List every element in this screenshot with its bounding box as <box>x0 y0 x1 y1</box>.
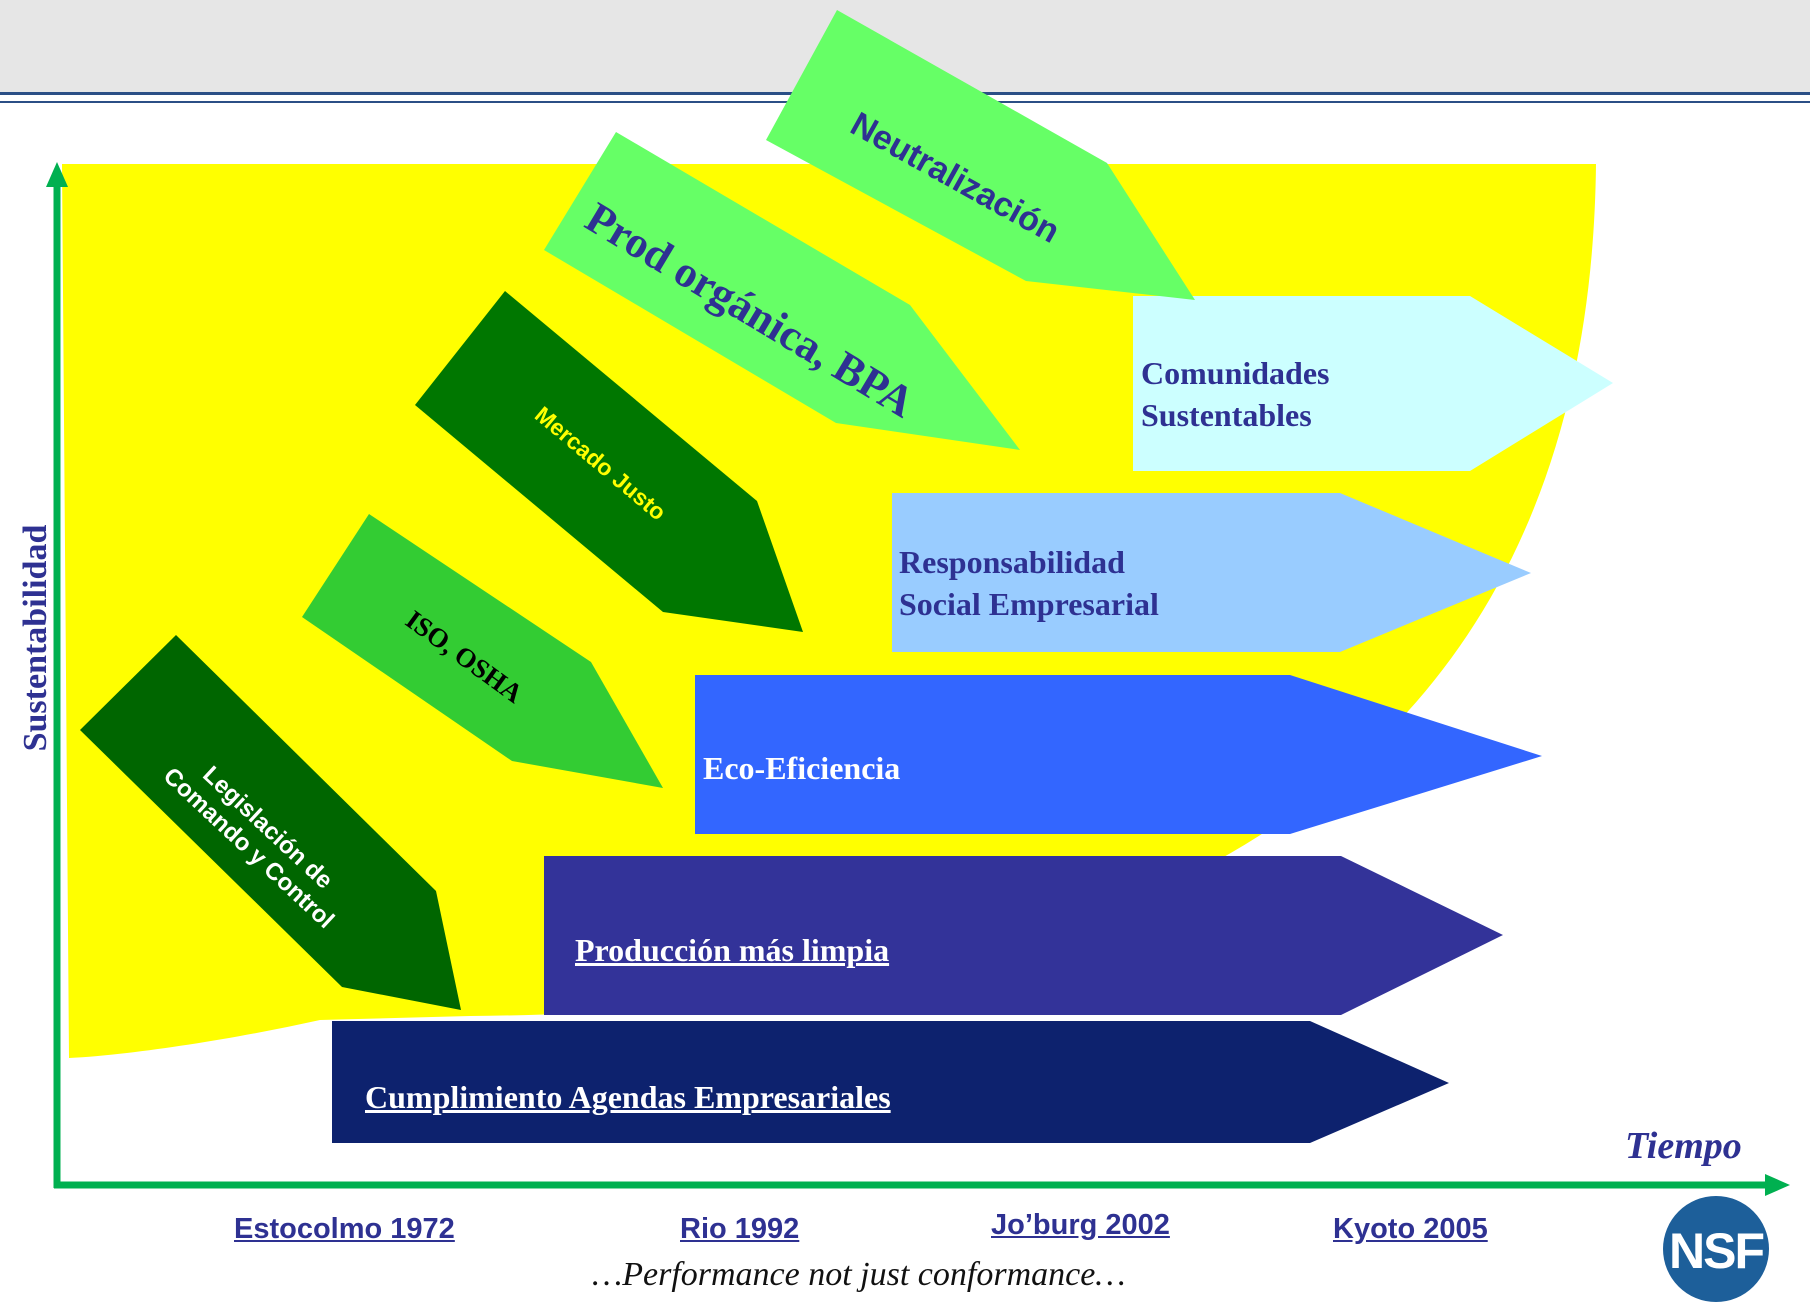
label-responsabilidad-social: Responsabilidad Social Empresarial <box>899 544 1159 622</box>
arrow-responsabilidad-social <box>892 493 1531 652</box>
event-rio-1992[interactable]: Rio 1992 <box>680 1213 800 1245</box>
y-axis-label: Sustentabilidad <box>17 524 54 752</box>
arrow-mercado-justo <box>415 291 803 632</box>
label-cumplimiento-agendas: Cumplimiento Agendas Empresariales <box>365 1079 891 1115</box>
arrow-neutralizacion <box>766 10 1195 300</box>
event-estocolmo-1972[interactable]: Estocolmo 1972 <box>234 1213 455 1245</box>
arrow-prod-organica <box>544 132 1020 450</box>
x-axis-arrowhead <box>1765 1174 1790 1196</box>
x-axis-label: Tiempo <box>1625 1125 1742 1167</box>
arrow-iso-osha <box>302 514 663 788</box>
nsf-logo-text: NSF <box>1669 1223 1763 1279</box>
arrow-produccion-mas-limpia <box>544 856 1503 1015</box>
label-comunidades-sustentables: Comunidades Sustentables <box>1141 355 1330 433</box>
arrow-comunidades-sustentables <box>1133 296 1613 471</box>
label-produccion-mas-limpia: Producción más limpia <box>575 932 890 968</box>
arrow-cumplimiento-agendas <box>332 1021 1449 1143</box>
label-eco-eficiencia: Eco-Eficiencia <box>703 750 901 786</box>
event-kyoto-2005[interactable]: Kyoto 2005 <box>1333 1213 1488 1245</box>
tagline: …Performance not just conformance… <box>592 1256 1126 1293</box>
event-joburg-2002[interactable]: Jo’burg 2002 <box>991 1209 1170 1241</box>
arrow-eco-eficiencia <box>695 675 1542 834</box>
arrow-legislacion <box>80 635 461 1010</box>
y-axis-arrowhead <box>46 162 68 187</box>
nsf-logo: NSF <box>1662 1195 1770 1303</box>
